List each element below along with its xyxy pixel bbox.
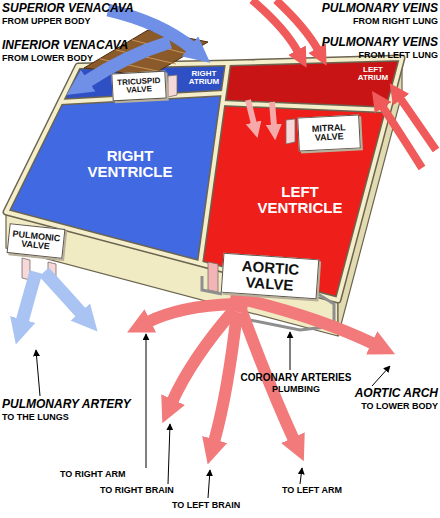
- leader-lines: [36, 332, 390, 498]
- valve-sign: TRICUSPID VALVE: [111, 71, 166, 102]
- callout-label: CORONARY ARTERIES: [226, 372, 366, 383]
- chamber-label: LEFT ATRIUM: [352, 66, 394, 83]
- valve-flap: [286, 119, 295, 144]
- callout-label: PULMONARY VEINS: [286, 2, 438, 15]
- inflow-arrow: [248, 100, 254, 124]
- blood-flow-arrows: [22, 0, 436, 442]
- callout-label: TO LEFT BRAIN: [172, 501, 282, 511]
- leader-line: [36, 350, 40, 396]
- pulmonary-artery-arrow: [44, 272, 82, 314]
- callout-label: FROM RIGHT LUNG: [286, 17, 438, 27]
- callout-label: TO RIGHT ARM: [60, 470, 170, 480]
- aorta-branch-arrow: [214, 312, 237, 442]
- callout-label: TO RIGHT BRAIN: [100, 486, 210, 496]
- callout-label: FROM UPPER BODY: [2, 17, 152, 27]
- outer-wall: [6, 58, 402, 300]
- pulmonary-vein-arrow: [382, 106, 422, 168]
- pulmonary-artery-arrow: [22, 272, 36, 322]
- chamber-floor: [200, 103, 388, 300]
- pulmonary-vein-arrow: [252, 0, 298, 52]
- leader-line: [300, 468, 302, 484]
- callout-label: TO LEFT ARM: [282, 486, 392, 496]
- valve-label: TRICUSPID VALVE: [114, 76, 165, 95]
- callout-label: PLUMBING: [226, 385, 366, 395]
- callout-label: PULMONARY ARTERY: [2, 398, 162, 411]
- aortic-arch-arrow: [246, 300, 374, 344]
- atrium-wall: [60, 93, 224, 102]
- valve-label: AORTIC VALVE: [223, 257, 317, 295]
- valve-sign: MITRAL VALVE: [297, 114, 361, 151]
- pipe: [202, 276, 222, 294]
- valve-label: MITRAL VALVE: [300, 122, 359, 144]
- leader-line: [168, 424, 170, 484]
- chamber-label: RIGHT VENTRICLE: [80, 148, 180, 180]
- aorta-trunk: [238, 292, 240, 312]
- leader-line: [146, 334, 147, 468]
- callout-label: INFERIOR VENACAVA: [2, 39, 172, 52]
- valve-sign: AORTIC VALVE: [221, 253, 320, 300]
- chamber-label: RIGHT ATRIUM: [182, 70, 226, 87]
- wall-top: [6, 58, 402, 300]
- valve-flap: [208, 262, 218, 292]
- valve-label: PULMONIC VALVE: [9, 229, 63, 253]
- leader-line: [290, 332, 291, 370]
- callout-label: TO THE LUNGS: [2, 413, 152, 423]
- leader-line: [372, 366, 390, 386]
- valve-flaps: [22, 75, 295, 292]
- callout-label: FROM LEFT LUNG: [286, 51, 438, 61]
- outer-wall: [6, 58, 402, 300]
- callout-label: PULMONARY VEINS: [286, 36, 438, 49]
- wall-outline: [6, 58, 402, 300]
- callout-label: FROM LOWER BODY: [2, 54, 152, 64]
- callout-label: SUPERIOR VENACAVA: [2, 2, 172, 15]
- pulmonary-vein-arrow: [276, 0, 318, 50]
- callout-label: TO LOWER BODY: [330, 402, 438, 412]
- inflow-arrow: [272, 102, 274, 126]
- valve-sign: PULMONIC VALVE: [7, 223, 66, 259]
- chamber-label: LEFT VENTRICLE: [250, 184, 350, 216]
- callout-label: AORTIC ARCH: [330, 387, 438, 400]
- valve-flap: [168, 75, 177, 97]
- leader-line: [208, 470, 210, 498]
- atrium-wall: [60, 93, 224, 102]
